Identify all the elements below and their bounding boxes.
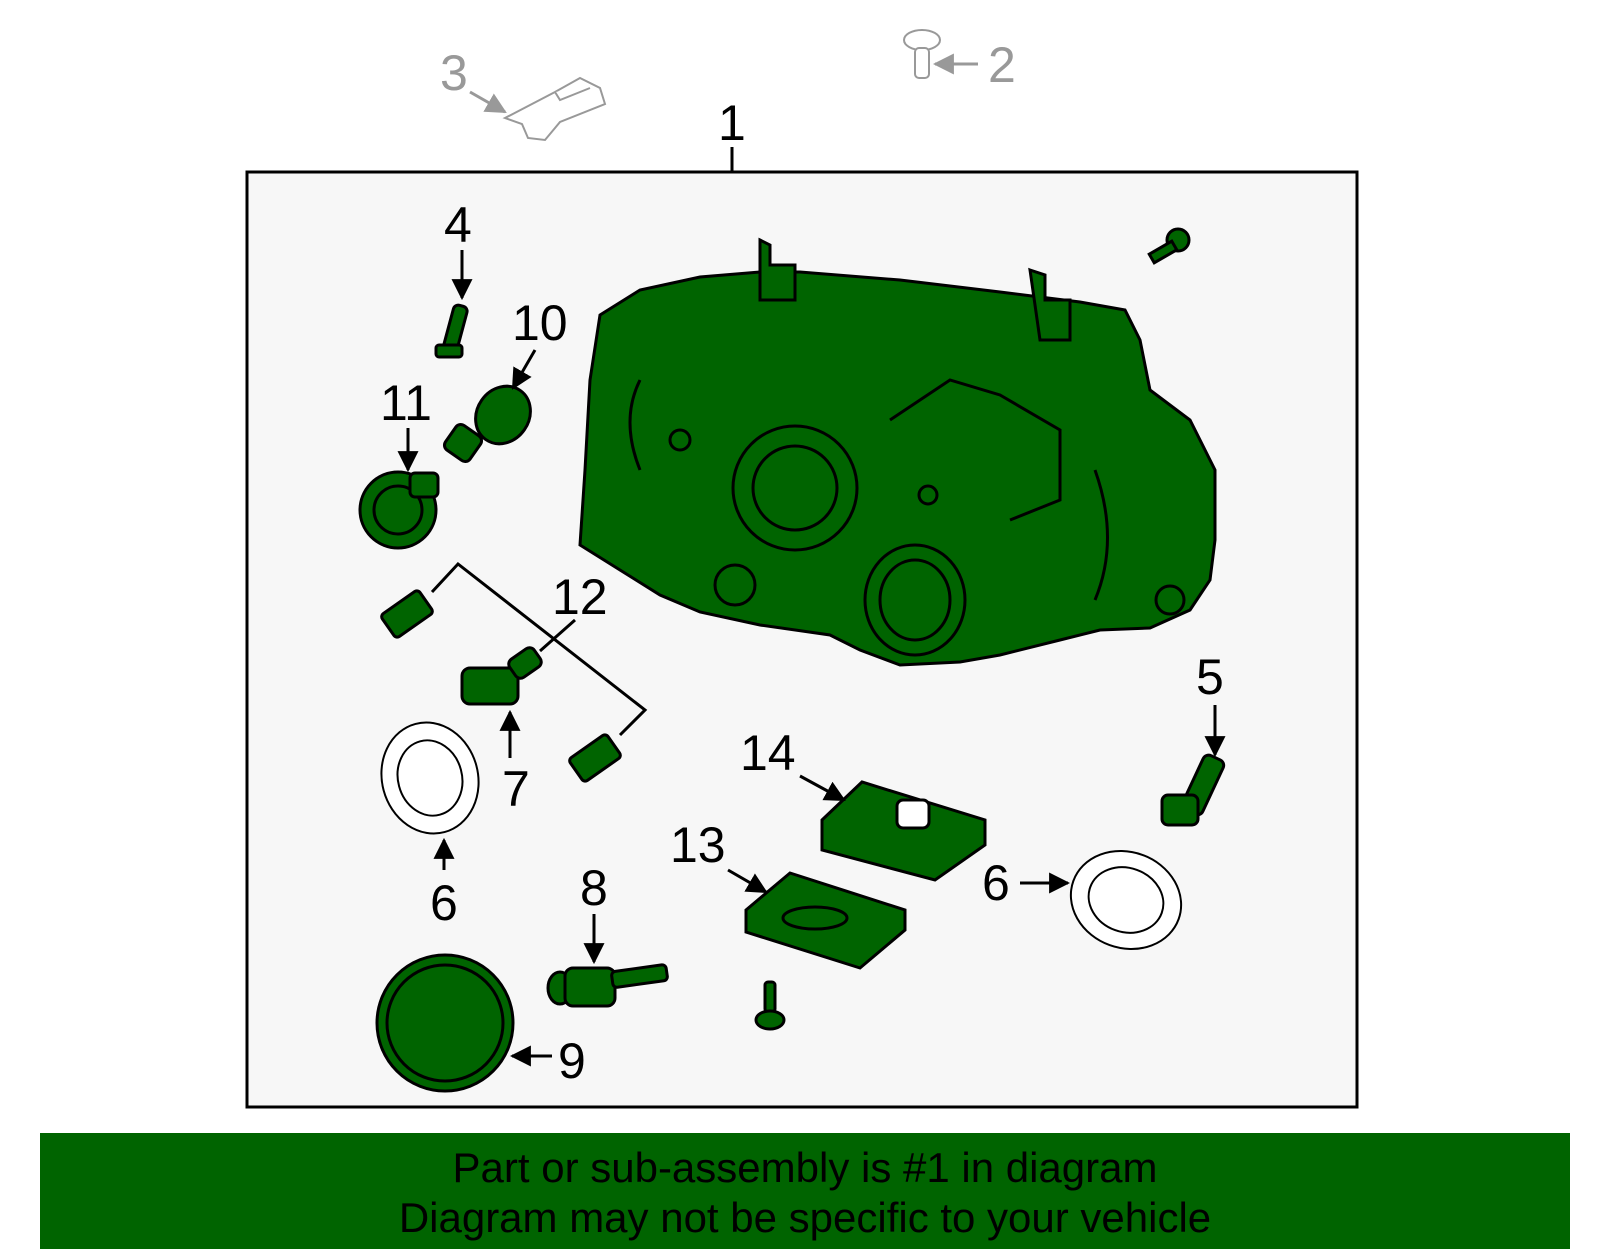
part-12-connector-bottom [568,733,622,783]
part-14-ballast [820,780,987,882]
part-13-igniter [744,871,907,970]
callout-6b: 6 [982,855,1010,911]
callout-12: 12 [552,569,608,625]
part-12-wire-bracket [430,561,648,737]
part-7-bulb [460,646,543,706]
callout-14-leader [799,774,846,802]
callout-3-leader [469,90,507,114]
part-8-bulb [546,963,669,1008]
callout-6a: 6 [430,875,458,931]
callout-2: 2 [988,37,1016,93]
part-9-cover-cap [375,953,515,1093]
part-11-socket [358,470,440,550]
part-10-bulb [442,384,532,464]
part-5-bulb [1160,753,1226,827]
part-12-connector-top [380,589,434,639]
callout-3: 3 [440,45,468,101]
callout-8: 8 [580,860,608,916]
callout-14: 14 [740,725,796,781]
callout-13-leader [727,868,768,894]
callout-10-leader [511,349,537,390]
callout-7: 7 [502,761,530,817]
part-3-bracket [502,76,607,142]
callout-4: 4 [444,197,472,253]
callout-13: 13 [670,817,726,873]
igniter-screw [754,980,786,1031]
part-6-seal-left [380,721,480,835]
part-4-clip [434,303,469,359]
housing-screw [1147,227,1191,265]
info-banner: Part or sub-assembly is #1 in diagram Di… [40,1133,1570,1249]
callout-10: 10 [512,295,568,351]
headlamp-housing [578,237,1217,667]
callout-1: 1 [718,95,746,151]
callout-5: 5 [1196,649,1224,705]
banner-line-2: Diagram may not be specific to your vehi… [398,1194,1212,1241]
callout-11: 11 [380,375,432,431]
banner-line-1: Part or sub-assembly is #1 in diagram [452,1144,1158,1191]
part-2-screw [903,29,941,79]
callout-9: 9 [558,1033,586,1089]
part-6-seal-right [1069,849,1183,951]
